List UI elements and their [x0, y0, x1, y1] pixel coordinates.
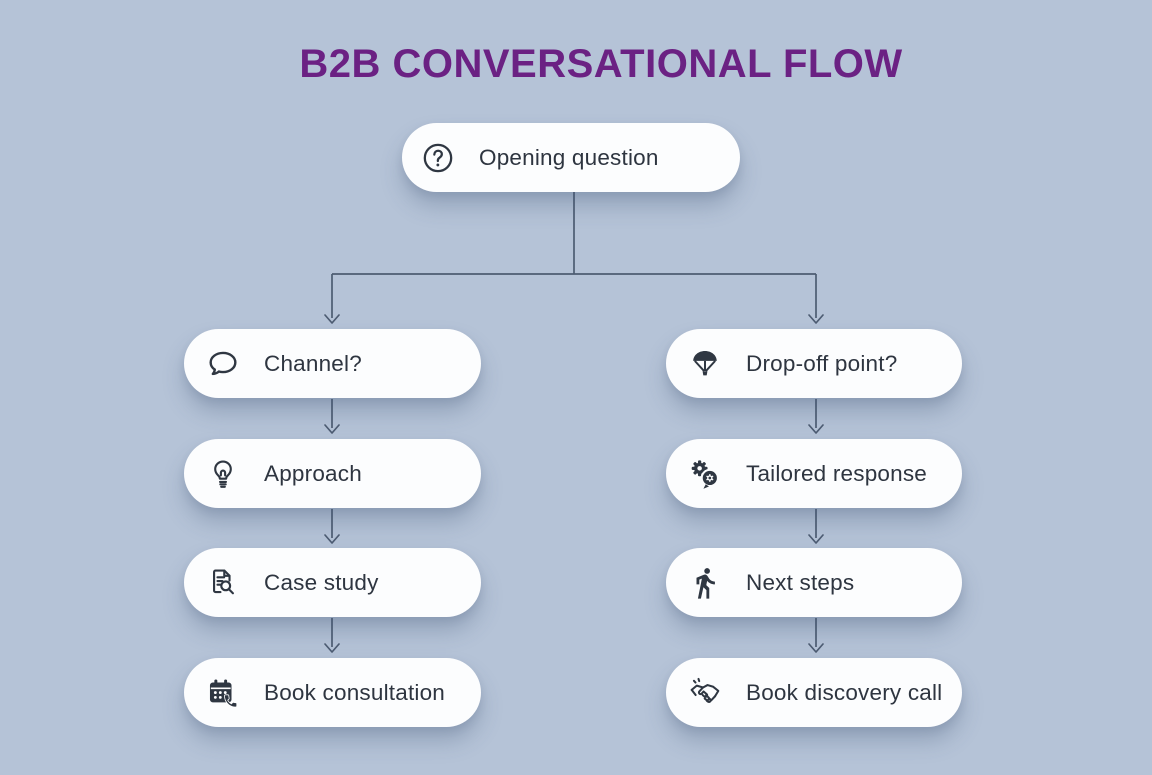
calendar-phone-icon	[206, 676, 240, 710]
arrowhead	[808, 424, 824, 434]
node-tailored-response: Tailored response	[666, 439, 962, 508]
arrowhead	[324, 314, 340, 324]
question-circle-icon	[421, 141, 455, 175]
node-label: Book consultation	[264, 679, 446, 705]
node-label: Channel?	[264, 350, 362, 376]
page-title: B2B CONVERSATIONAL FLOW	[299, 42, 903, 86]
node-next-steps: Next steps	[666, 548, 962, 617]
arrowhead	[808, 534, 824, 544]
lightbulb-icon	[206, 457, 240, 491]
node-label: Drop-off point?	[746, 350, 898, 376]
handshake-icon	[688, 676, 722, 710]
arrowhead	[324, 534, 340, 544]
node-approach: Approach	[184, 439, 481, 508]
arrowhead	[324, 424, 340, 434]
walking-person-icon	[688, 566, 722, 600]
node-label: Next steps	[746, 569, 855, 595]
node-label: Approach	[264, 460, 362, 486]
node-label: Opening question	[479, 144, 659, 170]
node-opening-question: Opening question	[402, 123, 740, 192]
node-label: Book discovery call	[746, 679, 943, 705]
arrowhead	[808, 314, 824, 324]
node-label: Case study	[264, 569, 379, 595]
speech-bubble-icon	[206, 347, 240, 381]
node-channel: Channel?	[184, 329, 481, 398]
document-search-icon	[206, 566, 240, 600]
node-book-consultation: Book consultation	[184, 658, 481, 727]
node-case-study: Case study	[184, 548, 481, 617]
parachute-icon	[688, 347, 722, 381]
node-book-discovery-call: Book discovery call	[666, 658, 962, 727]
node-drop-off-point: Drop-off point?	[666, 329, 962, 398]
arrowhead	[808, 643, 824, 653]
gear-chat-icon	[688, 457, 722, 491]
arrowhead	[324, 643, 340, 653]
node-label: Tailored response	[746, 460, 928, 486]
